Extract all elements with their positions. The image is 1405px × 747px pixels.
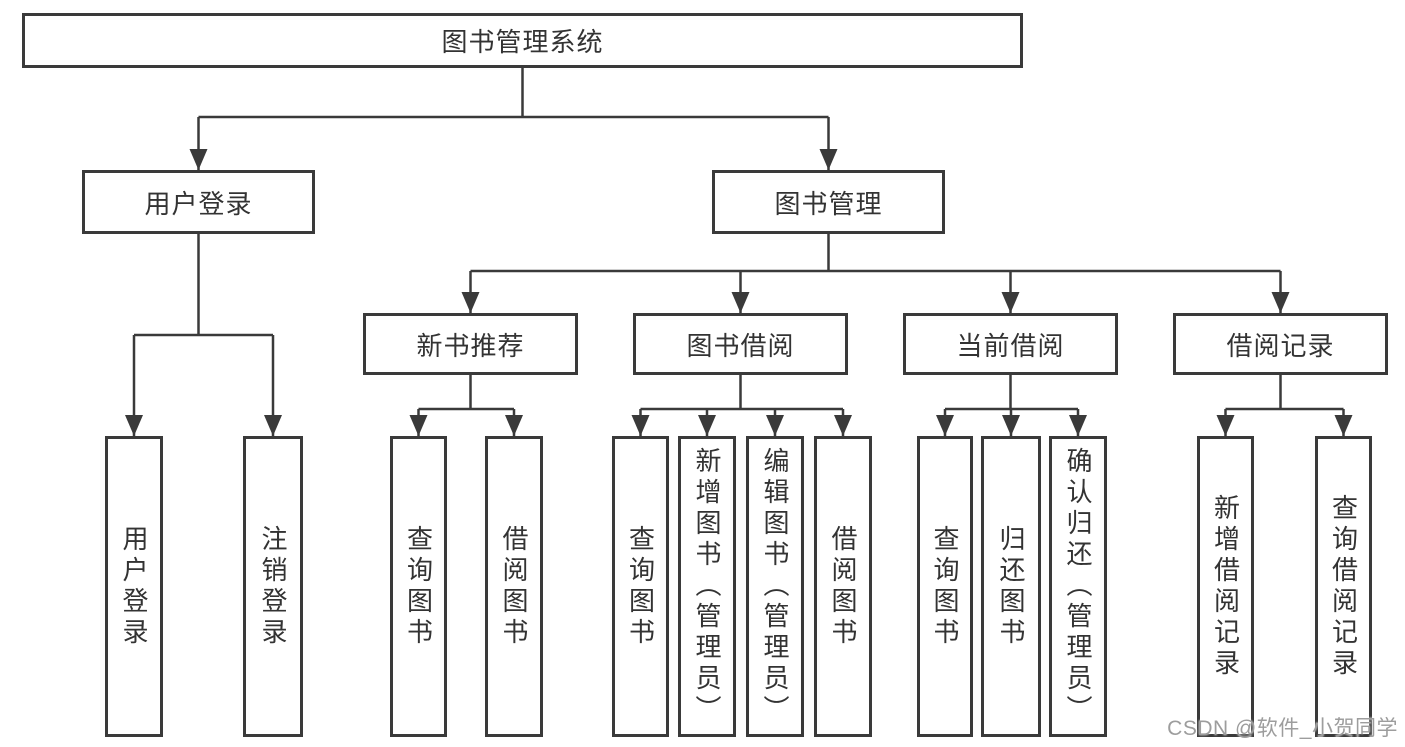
node-new-book-recommend-label: 新书推荐 <box>416 330 525 361</box>
connector-userlogin-to-leaves <box>125 233 282 436</box>
connector-bookmgmt-to-level3 <box>461 234 1290 313</box>
node-current-borrowing-label: 当前借阅 <box>956 330 1065 361</box>
node-borrowing-records-label: 借阅记录 <box>1226 330 1335 361</box>
node-new-book-recommend: 新书推荐 <box>363 313 578 375</box>
leaf-borrow-query-books: 查询图书 <box>612 436 669 737</box>
leaf-borrow-query-books-label: 查询图书 <box>625 524 656 649</box>
csdn-watermark: CSDN @软件_小贺同学 <box>1167 717 1398 740</box>
node-root: 图书管理系统 <box>22 13 1023 68</box>
connector-currentborrow-to-leaves <box>936 375 1087 436</box>
node-current-borrowing: 当前借阅 <box>903 313 1118 375</box>
leaf-logout-label: 注销登录 <box>258 524 288 649</box>
leaf-add-borrow-record: 新增借阅记录 <box>1197 436 1254 737</box>
node-user-login: 用户登录 <box>82 170 315 234</box>
node-root-label: 图书管理系统 <box>441 27 604 57</box>
leaf-return-books: 归还图书 <box>981 436 1041 737</box>
leaf-edit-books-admin-label: 编辑图书（管理员） <box>760 447 790 726</box>
node-book-borrowing-label: 图书借阅 <box>686 330 795 361</box>
leaf-confirm-return-admin-label: 确认归还（管理员） <box>1063 447 1093 726</box>
leaf-query-borrow-record: 查询借阅记录 <box>1315 436 1372 737</box>
leaf-borrow-books-label: 借阅图书 <box>828 524 858 649</box>
leaf-return-books-label: 归还图书 <box>996 524 1026 649</box>
leaf-add-borrow-record-label: 新增借阅记录 <box>1210 493 1241 680</box>
connector-bookborrow-to-leaves <box>631 375 852 436</box>
leaf-add-books-admin-label: 新增图书（管理员） <box>692 447 722 726</box>
leaf-edit-books-admin: 编辑图书（管理员） <box>746 436 804 737</box>
leaf-current-query-books: 查询图书 <box>917 436 973 737</box>
leaf-newrec-borrow-books: 借阅图书 <box>485 436 543 737</box>
node-book-management: 图书管理 <box>712 170 945 234</box>
node-book-borrowing: 图书借阅 <box>633 313 848 375</box>
leaf-newrec-query-books: 查询图书 <box>390 436 447 737</box>
leaf-borrow-books: 借阅图书 <box>814 436 872 737</box>
leaf-user-login: 用户登录 <box>105 436 163 737</box>
leaf-newrec-query-books-label: 查询图书 <box>403 524 434 649</box>
connector-root-to-level2 <box>189 68 838 170</box>
leaf-user-login-label: 用户登录 <box>119 524 149 649</box>
node-borrowing-records: 借阅记录 <box>1173 313 1388 375</box>
leaf-logout: 注销登录 <box>243 436 303 737</box>
leaf-newrec-borrow-books-label: 借阅图书 <box>499 524 529 649</box>
connector-borrowrecords-to-leaves <box>1216 375 1353 436</box>
node-book-management-label: 图书管理 <box>774 188 883 219</box>
leaf-add-books-admin: 新增图书（管理员） <box>678 436 736 737</box>
connector-newbookrec-to-leaves <box>409 375 523 436</box>
leaf-query-borrow-record-label: 查询借阅记录 <box>1328 493 1359 680</box>
leaf-current-query-books-label: 查询图书 <box>930 524 960 649</box>
node-user-login-label: 用户登录 <box>144 188 253 219</box>
leaf-confirm-return-admin: 确认归还（管理员） <box>1049 436 1107 737</box>
